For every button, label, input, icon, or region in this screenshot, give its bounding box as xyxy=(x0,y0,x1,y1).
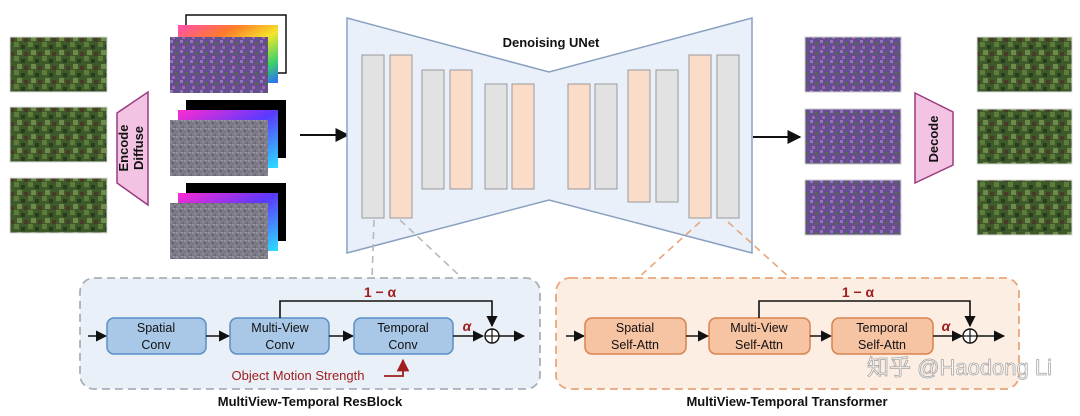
unet-layer xyxy=(655,69,679,203)
output-latent-1 xyxy=(804,36,902,93)
watermark: 知乎 @Haodong Li xyxy=(867,355,1052,380)
resblock-title: MultiView-Temporal ResBlock xyxy=(218,394,403,409)
spatial-self-attn-line2: Self-Attn xyxy=(611,338,659,352)
multiview-self-attn-line1: Multi-View xyxy=(730,321,788,335)
temporal-conv-line1: Temporal xyxy=(377,321,428,335)
latent-noise-1 xyxy=(170,37,268,93)
output-frame-3 xyxy=(976,179,1073,236)
input-frame-3 xyxy=(9,177,108,234)
resblock-skip-label: 1 − α xyxy=(364,284,397,300)
unet-layer xyxy=(449,69,473,190)
unet-layer xyxy=(511,83,535,190)
denoising-unet: Denoising UNet xyxy=(346,17,753,254)
output-latent-3 xyxy=(804,179,902,236)
unet-layer xyxy=(688,54,712,219)
transformer-panel: Spatial Self-Attn Multi-View Self-Attn T… xyxy=(555,277,1020,409)
resblock-alpha-label: α xyxy=(463,318,473,334)
encoder-block: Encode Diffuse xyxy=(116,90,149,207)
unet-layer xyxy=(361,54,385,219)
temporal-self-attn-line2: Self-Attn xyxy=(858,338,906,352)
output-latents xyxy=(804,36,902,236)
unet-layer xyxy=(627,69,651,203)
transformer-alpha-label: α xyxy=(942,318,952,334)
temporal-self-attn-line1: Temporal xyxy=(856,321,907,335)
output-frame-2 xyxy=(976,108,1073,165)
unet-title: Denoising UNet xyxy=(503,35,600,50)
output-latent-2 xyxy=(804,108,902,165)
input-frames xyxy=(9,36,108,234)
multiview-conv-line1: Multi-View xyxy=(251,321,309,335)
output-frames xyxy=(976,36,1073,236)
transformer-title: MultiView-Temporal Transformer xyxy=(686,394,887,409)
decoder-label: Decode xyxy=(926,116,941,163)
encoder-label-line1: Encode xyxy=(116,125,131,172)
input-frame-2 xyxy=(9,106,108,163)
latent-noise-2 xyxy=(170,120,268,176)
latent-noise-3 xyxy=(170,203,268,259)
output-frame-1 xyxy=(976,36,1073,93)
multiview-self-attn-line2: Self-Attn xyxy=(735,338,783,352)
unet-layer xyxy=(389,54,413,219)
resblock-panel: Spatial Conv Multi-View Conv Temporal Co… xyxy=(79,277,541,409)
unet-layer xyxy=(567,83,591,190)
latent-stacks xyxy=(170,14,287,259)
decoder-block: Decode xyxy=(914,91,954,185)
transformer-skip-label: 1 − α xyxy=(842,284,875,300)
multiview-conv-line2: Conv xyxy=(265,338,295,352)
spatial-self-attn-line1: Spatial xyxy=(616,321,654,335)
object-motion-strength-label: Object Motion Strength xyxy=(232,368,365,383)
unet-layer xyxy=(594,83,618,190)
spatial-conv-line1: Spatial xyxy=(137,321,175,335)
encoder-label-line2: Diffuse xyxy=(131,126,146,170)
spatial-conv-line2: Conv xyxy=(141,338,171,352)
unet-layer xyxy=(484,83,508,190)
unet-layer xyxy=(716,54,740,219)
temporal-conv-line2: Conv xyxy=(388,338,418,352)
unet-layer xyxy=(421,69,445,190)
input-frame-1 xyxy=(9,36,108,93)
unet-panel-connectors xyxy=(371,219,791,279)
